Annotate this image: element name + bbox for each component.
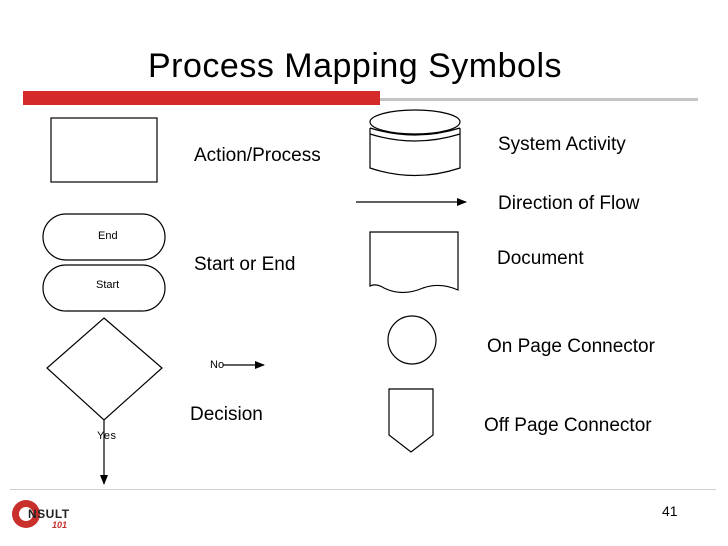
action-process-label: Action/Process xyxy=(194,145,321,166)
document-label: Document xyxy=(497,248,584,269)
footer-rule xyxy=(10,489,716,490)
document-shape xyxy=(369,231,459,294)
logo-word: NSULT xyxy=(28,507,70,521)
decision-yes-label: Yes xyxy=(97,430,117,442)
off-page-connector-shape xyxy=(388,388,434,453)
on-page-connector-label: On Page Connector xyxy=(487,336,655,357)
logo-sub: 101 xyxy=(52,520,68,530)
process-rectangle xyxy=(50,117,158,183)
decision-label: Decision xyxy=(190,404,263,425)
end-terminal-label: End xyxy=(98,230,118,242)
system-activity-label: System Activity xyxy=(498,134,626,155)
consult-logo: NSULT 101 xyxy=(12,498,92,538)
slide-title: Process Mapping Symbols xyxy=(148,47,563,85)
off-page-connector-label: Off Page Connector xyxy=(484,415,652,436)
system-activity-cylinder xyxy=(369,109,461,177)
page-number: 41 xyxy=(662,503,678,519)
start-terminal-label: Start xyxy=(96,279,120,291)
logo-c-mark xyxy=(12,500,40,528)
start-terminal-shape xyxy=(42,264,166,312)
on-page-connector-circle xyxy=(387,315,437,365)
decision-diamond xyxy=(46,317,163,421)
title-rule xyxy=(380,98,698,101)
decision-no-label: No xyxy=(210,359,225,371)
title-accent-bar xyxy=(23,91,380,105)
end-terminal-shape xyxy=(42,213,166,261)
direction-of-flow-label: Direction of Flow xyxy=(498,193,640,214)
start-or-end-label: Start or End xyxy=(194,254,296,275)
